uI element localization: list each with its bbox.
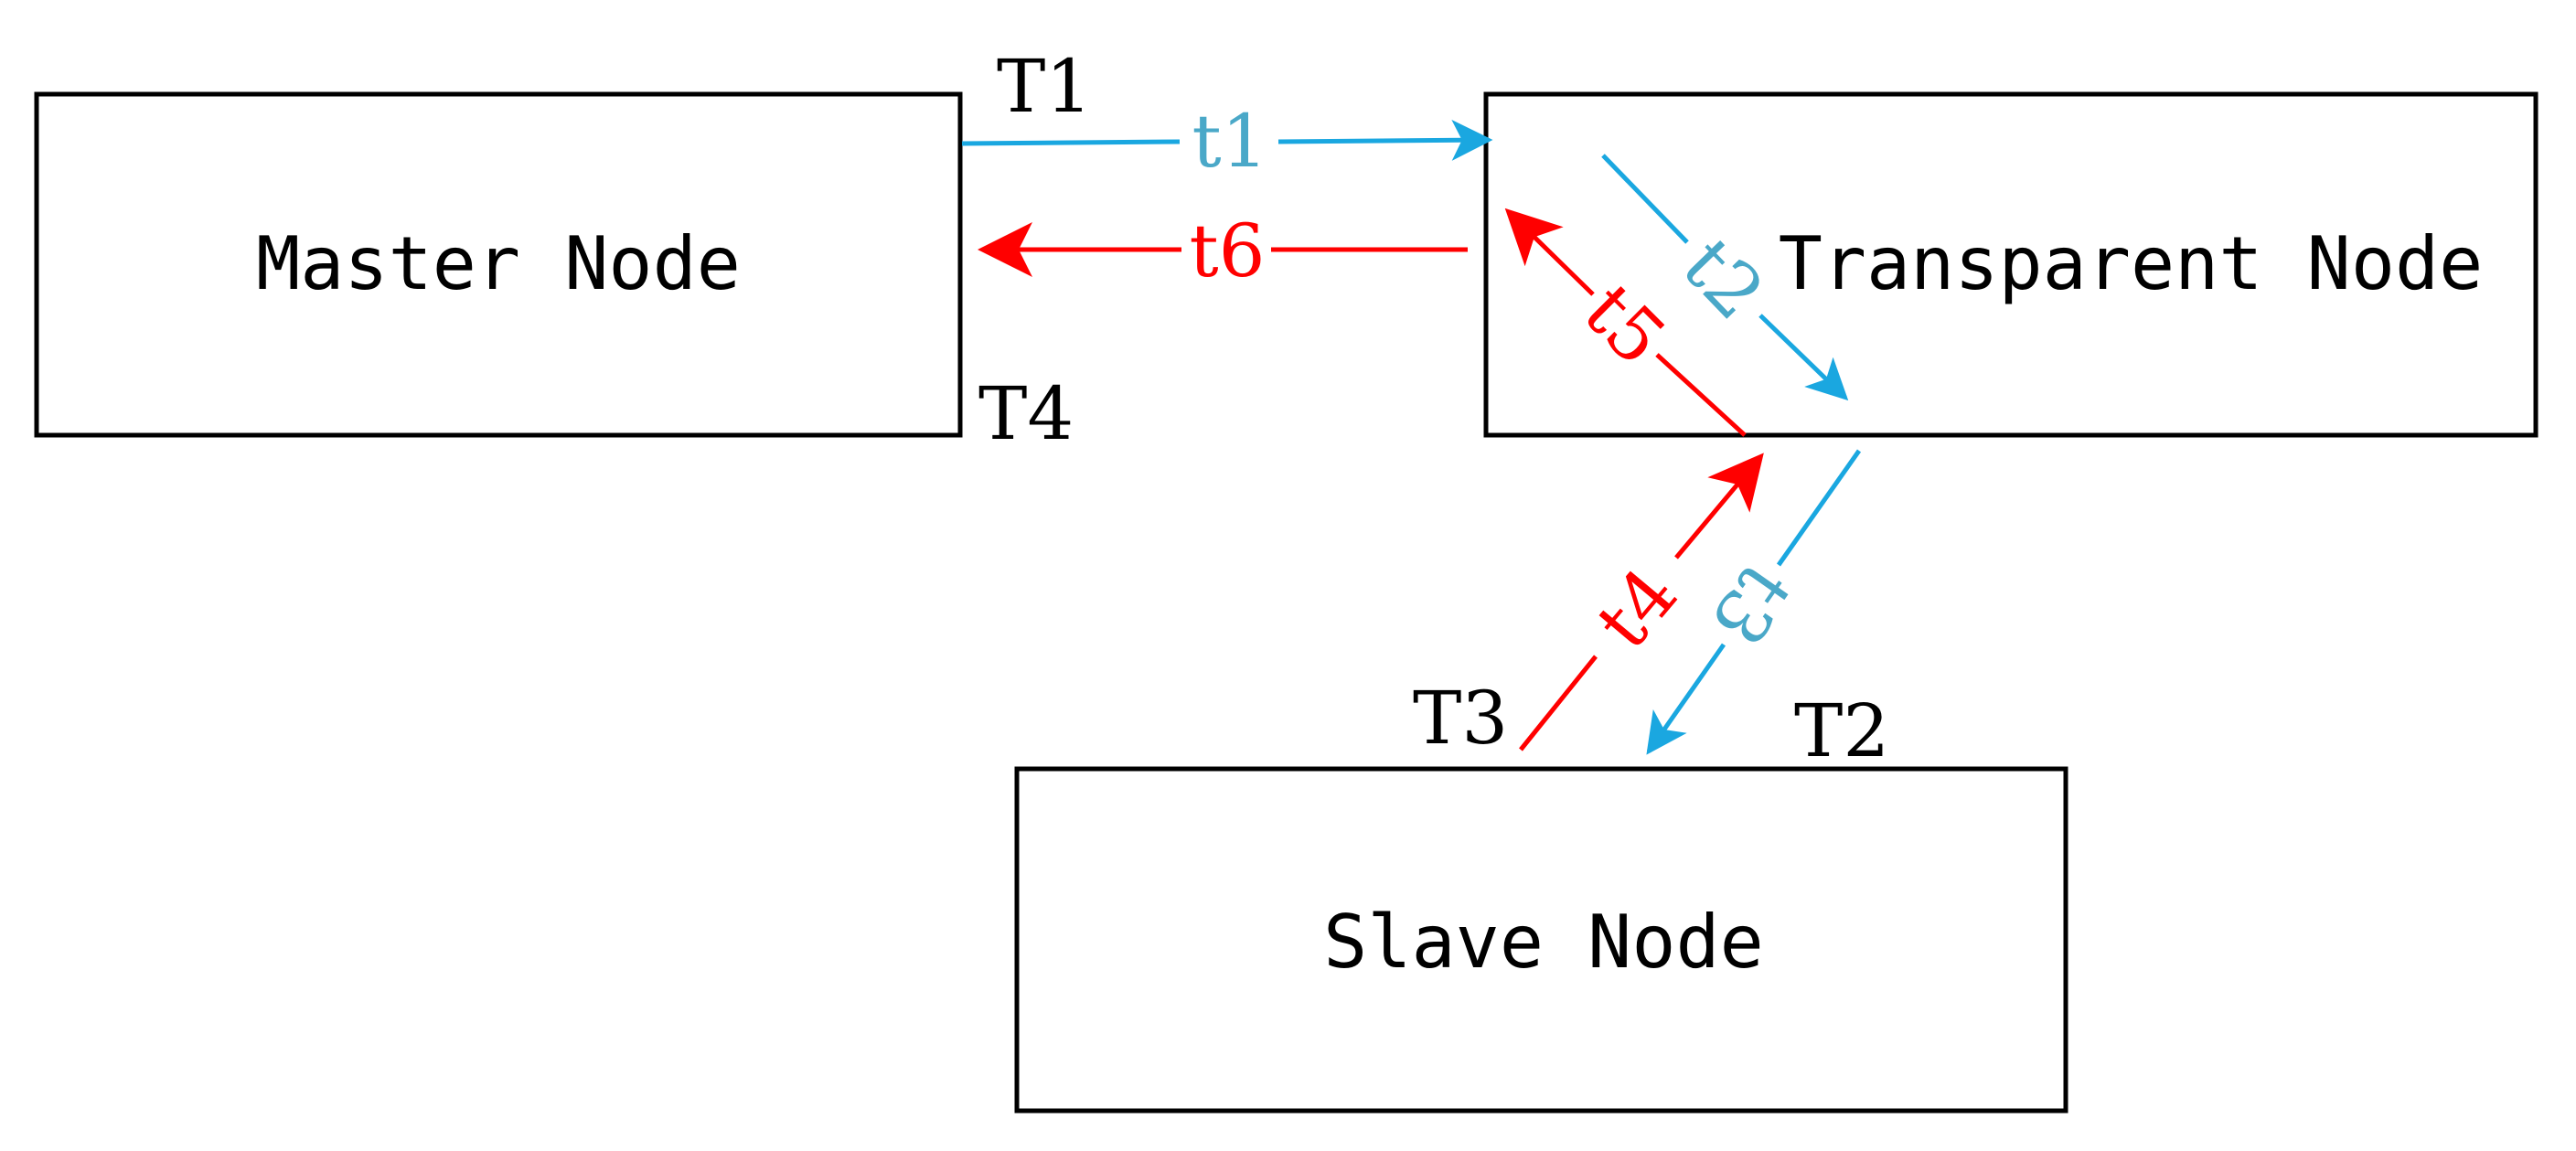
timestamp-t3: T3 [1413,676,1508,761]
transparent-node-box [1483,91,2539,438]
segment-label-t4: t4 [1580,552,1694,665]
arrow-t3-line-b [1646,643,1726,755]
arrow-t5-line-b [1504,208,1595,296]
slave-node-label: Slave Node [1323,900,1764,985]
arrow-t4-line-a [1519,655,1598,751]
arrow-t4-line-b [1674,453,1764,560]
arrow-t1-line-a [961,139,1181,146]
master-node-box [34,91,963,438]
timestamp-t2: T2 [1794,688,1889,773]
master-node-label: Master Node [256,221,741,306]
arrow-t2-line-b [1758,314,1849,401]
arrow-t3-line-a [1776,449,1862,567]
transparent-node-label: Transparent Node [1779,221,2484,306]
arrow-t1-line-b [1277,119,1493,161]
segment-label-t3: t3 [1694,549,1808,660]
slave-node-box [1014,766,2068,1114]
arrow-t5-line-a [1655,353,1747,437]
timestamp-t1: T1 [997,44,1092,129]
segment-label-t6: t6 [1189,208,1265,293]
arrow-t2-line-a [1601,154,1689,244]
segment-label-t1: t1 [1192,99,1267,184]
timestamp-t4: T4 [978,371,1074,456]
